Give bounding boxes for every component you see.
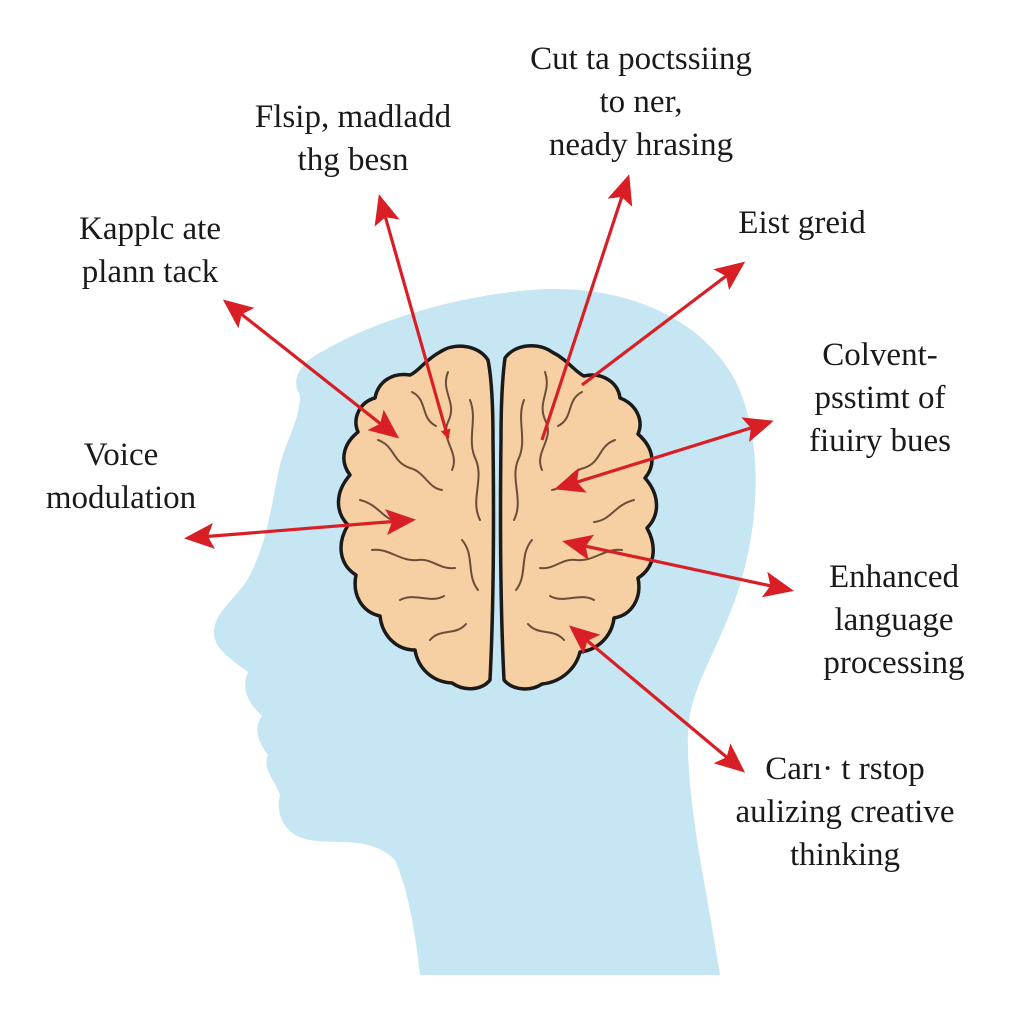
label-top-left-line-1: Flsip, madladd: [254, 99, 452, 135]
arrow-right: [554, 417, 774, 493]
arrow-bottom-right: [568, 625, 746, 773]
label-lower-right-line-2: language: [834, 602, 954, 638]
arrows: [184, 174, 794, 773]
label-upper-right: Eist greid: [712, 202, 892, 245]
label-right: Colvent- psstimt of fiuiry bues: [780, 334, 980, 463]
label-upper-left: Kapplc ate plann tack: [50, 208, 250, 294]
label-upper-right-line-1: Eist greid: [738, 205, 866, 241]
label-top-center-line-1: Cut ta poctssiing: [530, 41, 752, 77]
label-lower-right: Enhanced language processing: [796, 556, 992, 685]
label-right-line-3: fiuiry bues: [808, 423, 952, 459]
label-left-line-1: Voice: [83, 437, 159, 473]
label-left-line-2: modulation: [45, 480, 197, 516]
label-right-line-1: Colvent-: [822, 337, 938, 373]
arrow-top-left: [374, 194, 451, 440]
label-lower-right-line-1: Enhanced: [828, 559, 960, 595]
label-bottom-right-line-2: aulizing creative: [735, 794, 955, 830]
arrow-lower-right: [562, 534, 794, 598]
arrow-top-center: [540, 174, 633, 441]
label-top-left-line-2: thg besn: [297, 142, 409, 178]
arrow-upper-right: [581, 261, 746, 387]
label-bottom-right-line-1: Carı· t rstop: [765, 751, 925, 787]
label-top-left: Flsip, madladd thg besn: [228, 96, 478, 182]
label-upper-left-line-1: Kapplc ate: [78, 211, 221, 247]
brain-folds: [359, 371, 635, 641]
label-upper-left-line-2: plann tack: [81, 254, 219, 290]
arrow-left: [184, 509, 416, 549]
arrow-upper-left: [222, 299, 400, 439]
label-top-center: Cut ta poctssiing to ner, neady hrasing: [500, 38, 782, 167]
label-lower-right-line-3: processing: [823, 645, 965, 681]
label-top-center-line-2: to ner,: [599, 84, 683, 120]
label-top-center-line-3: neady hrasing: [548, 127, 734, 163]
label-bottom-right: Carı· t rstop aulizing creative thinking: [700, 748, 990, 877]
label-bottom-right-line-3: thinking: [789, 837, 900, 873]
label-right-line-2: psstimt of: [814, 380, 946, 416]
label-left: Voice modulation: [16, 434, 226, 520]
